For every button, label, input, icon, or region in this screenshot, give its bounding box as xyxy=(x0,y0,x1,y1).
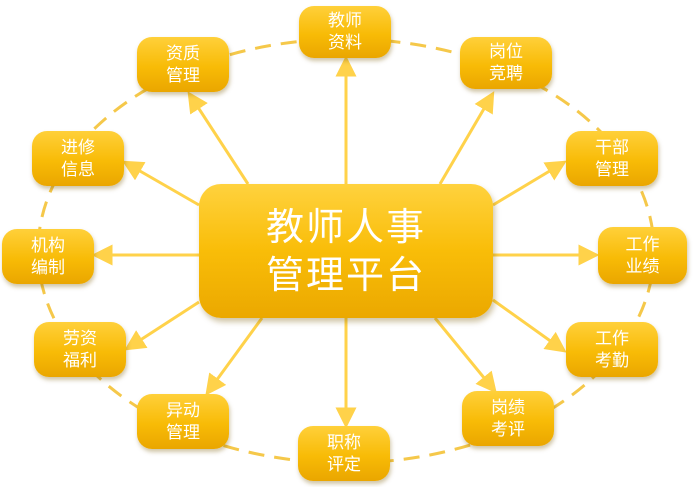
module-node-training-info[interactable]: 进修 信息 xyxy=(32,131,124,186)
module-node-salary-benefits[interactable]: 劳资 福利 xyxy=(34,322,126,377)
module-label-line-2: 业绩 xyxy=(625,256,660,277)
module-node-transfer-management[interactable]: 异动 管理 xyxy=(137,394,229,449)
module-label-line-2: 评定 xyxy=(327,454,361,475)
module-label-line-1: 岗绩 xyxy=(491,397,525,418)
module-label-line-1: 工作 xyxy=(625,234,660,255)
module-node-staffing[interactable]: 机构 编制 xyxy=(2,229,94,284)
module-label-line-1: 职称 xyxy=(327,432,361,453)
module-label-line-2: 管理 xyxy=(166,422,200,443)
module-label-line-1: 劳资 xyxy=(63,328,97,349)
module-label-line-2: 福利 xyxy=(63,350,97,371)
module-label-line-1: 教师 xyxy=(328,11,362,31)
module-label-line-2: 管理 xyxy=(595,159,629,180)
connector-arrow xyxy=(122,160,200,207)
module-label-line-2: 考勤 xyxy=(595,350,629,371)
module-node-work-performance[interactable]: 工作 业绩 xyxy=(598,227,687,284)
central-title-line-2: 管理平台 xyxy=(265,253,426,297)
connector-arrow xyxy=(187,91,250,185)
connector-arrow xyxy=(492,298,567,353)
module-label-line-1: 工作 xyxy=(595,328,629,349)
connector-arrow xyxy=(205,317,264,396)
module-label-line-1: 异动 xyxy=(166,400,200,421)
module-label-line-2: 管理 xyxy=(166,65,200,86)
central-title-line-1: 教师人事 xyxy=(265,205,426,249)
connector-arrow xyxy=(433,317,497,394)
module-node-qualification-management[interactable]: 资质 管理 xyxy=(137,37,229,92)
module-label-line-2: 考评 xyxy=(491,419,525,440)
module-label-line-1: 干部 xyxy=(595,137,629,158)
connector-arrow xyxy=(124,300,200,351)
module-node-post-recruitment[interactable]: 岗位 竞聘 xyxy=(460,37,552,89)
module-node-cadre-management[interactable]: 干部 管理 xyxy=(566,131,658,186)
module-label-line-2: 信息 xyxy=(61,159,95,180)
central-platform-node[interactable]: 教师人事 管理平台 xyxy=(199,184,493,318)
arrow-group xyxy=(91,55,600,429)
module-label-line-1: 资质 xyxy=(166,43,200,64)
module-node-title-evaluation[interactable]: 职称 评定 xyxy=(298,426,390,481)
module-node-teacher-profile[interactable]: 教师 资料 xyxy=(299,6,391,58)
module-node-work-attendance[interactable]: 工作 考勤 xyxy=(566,322,658,377)
connector-arrow xyxy=(438,91,495,185)
module-label-line-1: 进修 xyxy=(61,137,95,158)
module-label-line-1: 岗位 xyxy=(489,42,523,62)
module-label-line-2: 资料 xyxy=(328,33,362,53)
module-label-line-2: 编制 xyxy=(31,257,65,278)
module-label-line-1: 机构 xyxy=(31,235,65,256)
module-label-line-2: 竞聘 xyxy=(489,64,523,84)
module-node-post-performance-review[interactable]: 岗绩 考评 xyxy=(462,391,554,446)
connector-arrow xyxy=(492,160,567,207)
